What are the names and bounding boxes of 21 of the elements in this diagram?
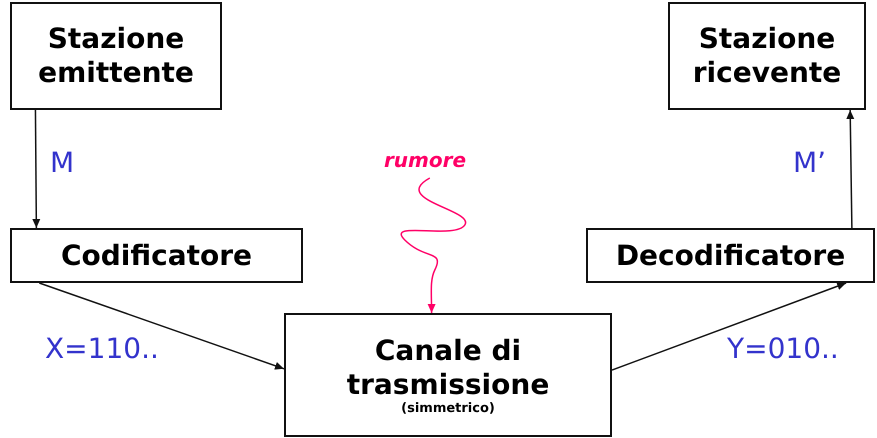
box-label: Decodificatore (616, 238, 846, 272)
box-label: Stazione ricevente (692, 22, 842, 90)
edge-label: M (50, 146, 74, 179)
box-note: (simmetrico) (401, 401, 495, 416)
edge-label: X=110.. (45, 332, 159, 365)
process-box (10, 228, 303, 283)
process-box (284, 313, 612, 437)
edge-label: M’ (793, 146, 826, 179)
wavy-arrow (400, 177, 466, 313)
arrow (846, 110, 854, 228)
process-box (586, 228, 875, 283)
process-box (10, 2, 222, 110)
process-box (668, 2, 866, 110)
arrow (32, 110, 40, 228)
box-label: Canale di trasmissione (346, 334, 550, 402)
box-label: Codificatore (60, 238, 252, 272)
arrow (612, 282, 846, 371)
box-label: Stazione emittente (37, 22, 195, 90)
arrow (39, 282, 284, 370)
noise-label: rumore (384, 148, 466, 172)
edge-label: Y=010.. (727, 332, 839, 365)
